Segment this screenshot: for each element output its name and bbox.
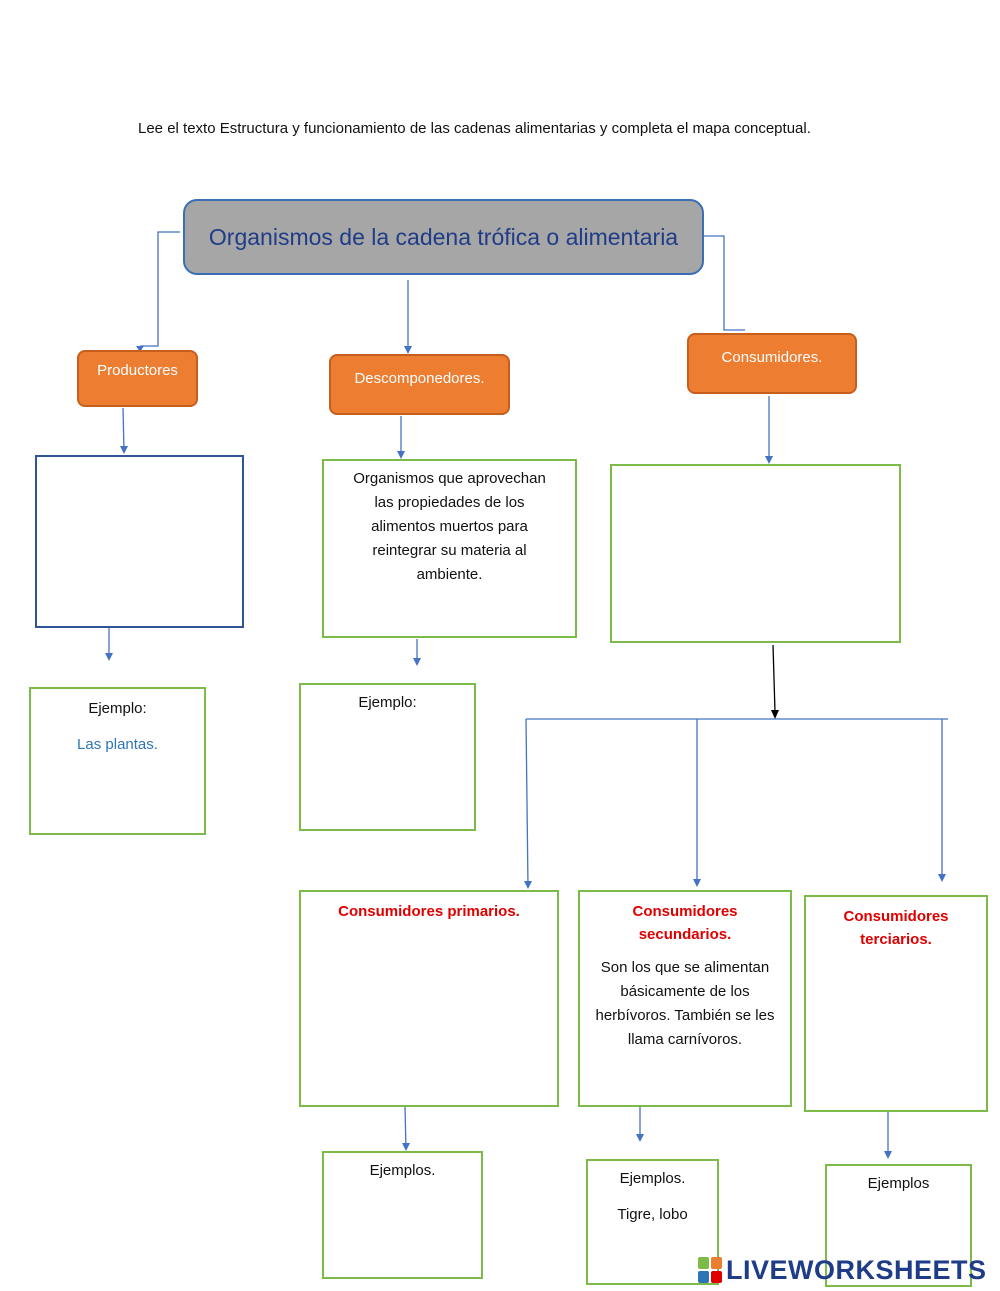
productores-example-value: Las plantas. xyxy=(77,736,158,753)
secundarios-box: Consumidores secundarios. Son los que se… xyxy=(578,890,792,1107)
arrow-productores-def xyxy=(122,407,125,453)
connector-title-productores xyxy=(140,231,180,347)
descomponedores-example-box[interactable]: Ejemplo: xyxy=(299,683,476,831)
productores-box: Productores xyxy=(77,350,198,407)
productores-example-label: Ejemplo: xyxy=(88,700,147,717)
secundarios-title: Consumidores secundarios. xyxy=(632,903,738,943)
terciarios-box[interactable]: Consumidores terciarios. xyxy=(804,895,988,1112)
productores-example-box: Ejemplo: Las plantas. xyxy=(29,687,206,835)
terciarios-example-label: Ejemplos xyxy=(867,1175,930,1192)
primarios-example-label: Ejemplos. xyxy=(369,1162,436,1179)
logo-text: LIVEWORKSHEETS xyxy=(726,1254,987,1285)
descomponedores-example-label: Ejemplo: xyxy=(358,694,417,711)
consumidores-label: Consumidores. xyxy=(721,349,823,366)
title-box: Organismos de la cadena trófica o alimen… xyxy=(183,199,704,275)
consumidores-box: Consumidores. xyxy=(687,333,857,394)
primarios-box[interactable]: Consumidores primarios. xyxy=(299,890,559,1107)
concept-map-title: Organismos de la cadena trófica o alimen… xyxy=(208,223,679,250)
secundarios-example-value: Tigre, lobo xyxy=(617,1206,688,1223)
terciarios-example-box[interactable]: Ejemplos xyxy=(825,1164,972,1287)
instructions-text: Lee el texto Estructura y funcionamiento… xyxy=(138,120,811,137)
productores-label: Productores xyxy=(97,362,178,379)
logo-mark-icon xyxy=(698,1257,722,1283)
terciarios-title: Consumidores terciarios. xyxy=(843,908,949,948)
primarios-title: Consumidores primarios. xyxy=(338,903,520,920)
arrow-consumidores-branch xyxy=(772,644,776,713)
liveworksheets-logo: LIVEWORKSHEETS xyxy=(698,1254,987,1286)
connector-title-consumidores xyxy=(704,235,745,331)
arrow-to-primarios xyxy=(525,718,529,888)
descomponedores-box: Descomponedores. xyxy=(329,354,510,415)
descomponedores-definition: Organismos que aprovechan las propiedade… xyxy=(353,470,546,583)
primarios-example-box[interactable]: Ejemplos. xyxy=(322,1151,483,1279)
descomponedores-definition-box: Organismos que aprovechan las propiedade… xyxy=(322,459,577,638)
secundarios-example-label: Ejemplos. xyxy=(619,1170,686,1187)
productores-definition-field[interactable] xyxy=(35,455,244,628)
secundarios-definition: Son los que se alimentan básicamente de … xyxy=(595,959,775,1048)
consumidores-definition-field[interactable] xyxy=(610,464,901,643)
arrow-primarios-example xyxy=(404,1106,407,1150)
descomponedores-label: Descomponedores. xyxy=(354,370,485,387)
secundarios-example-box: Ejemplos. Tigre, lobo xyxy=(586,1159,719,1285)
